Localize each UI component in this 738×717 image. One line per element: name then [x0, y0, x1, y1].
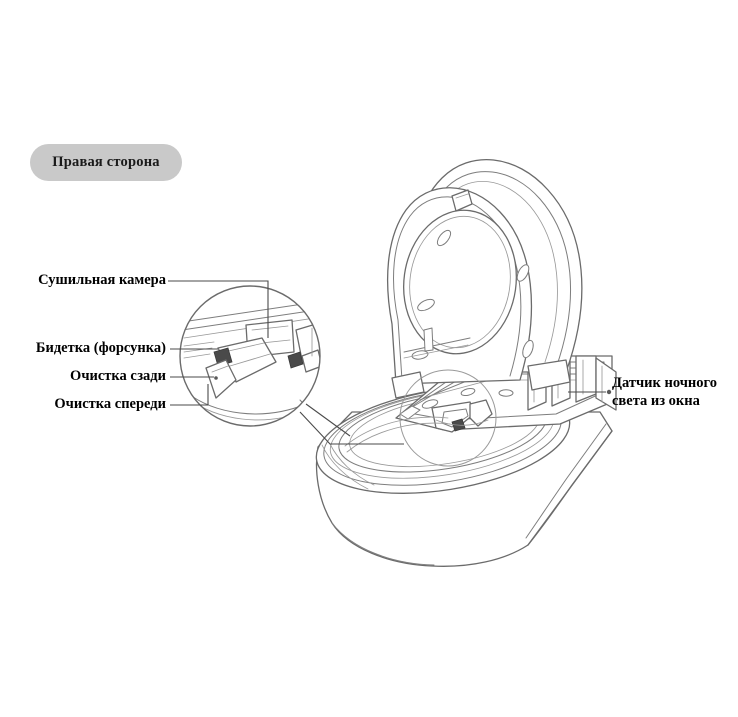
night-sensor-line-1: Датчик ночного	[612, 375, 717, 391]
rear-wash-nozzle-tip	[213, 347, 233, 367]
nozzle-assembly-inplace	[344, 399, 493, 453]
detail-inset-magnified	[179, 285, 321, 427]
callout-label-night-light-sensor: Датчик ночного света из окна	[612, 374, 738, 410]
toilet-lid-and-seat	[386, 159, 583, 399]
detail-source-marker	[399, 369, 497, 467]
callout-label-bidet-nozzle: Бидетка (форсунка)	[35, 340, 166, 356]
inset-connector-lines	[299, 403, 404, 445]
detail-inset-border	[179, 285, 321, 427]
leader-lines	[168, 280, 606, 406]
seat-bumper-pads	[411, 229, 534, 360]
lid-hinge-tab	[451, 189, 473, 212]
front-wash-nozzle	[205, 359, 237, 399]
callout-label-front-wash: Очистка спереди	[54, 396, 166, 412]
night-sensor-line-2: света из окна	[612, 393, 700, 409]
leader-front-wash	[170, 384, 209, 406]
leader-dryer	[168, 280, 269, 338]
callout-label-dryer-chamber: Сушильная камера	[38, 272, 166, 288]
side-indicator-badge: Правая сторона	[30, 144, 182, 181]
night-light-sensor-point	[606, 389, 612, 395]
callout-label-rear-wash: Очистка сзади	[70, 368, 166, 384]
side-indicator-label: Правая сторона	[52, 154, 160, 170]
